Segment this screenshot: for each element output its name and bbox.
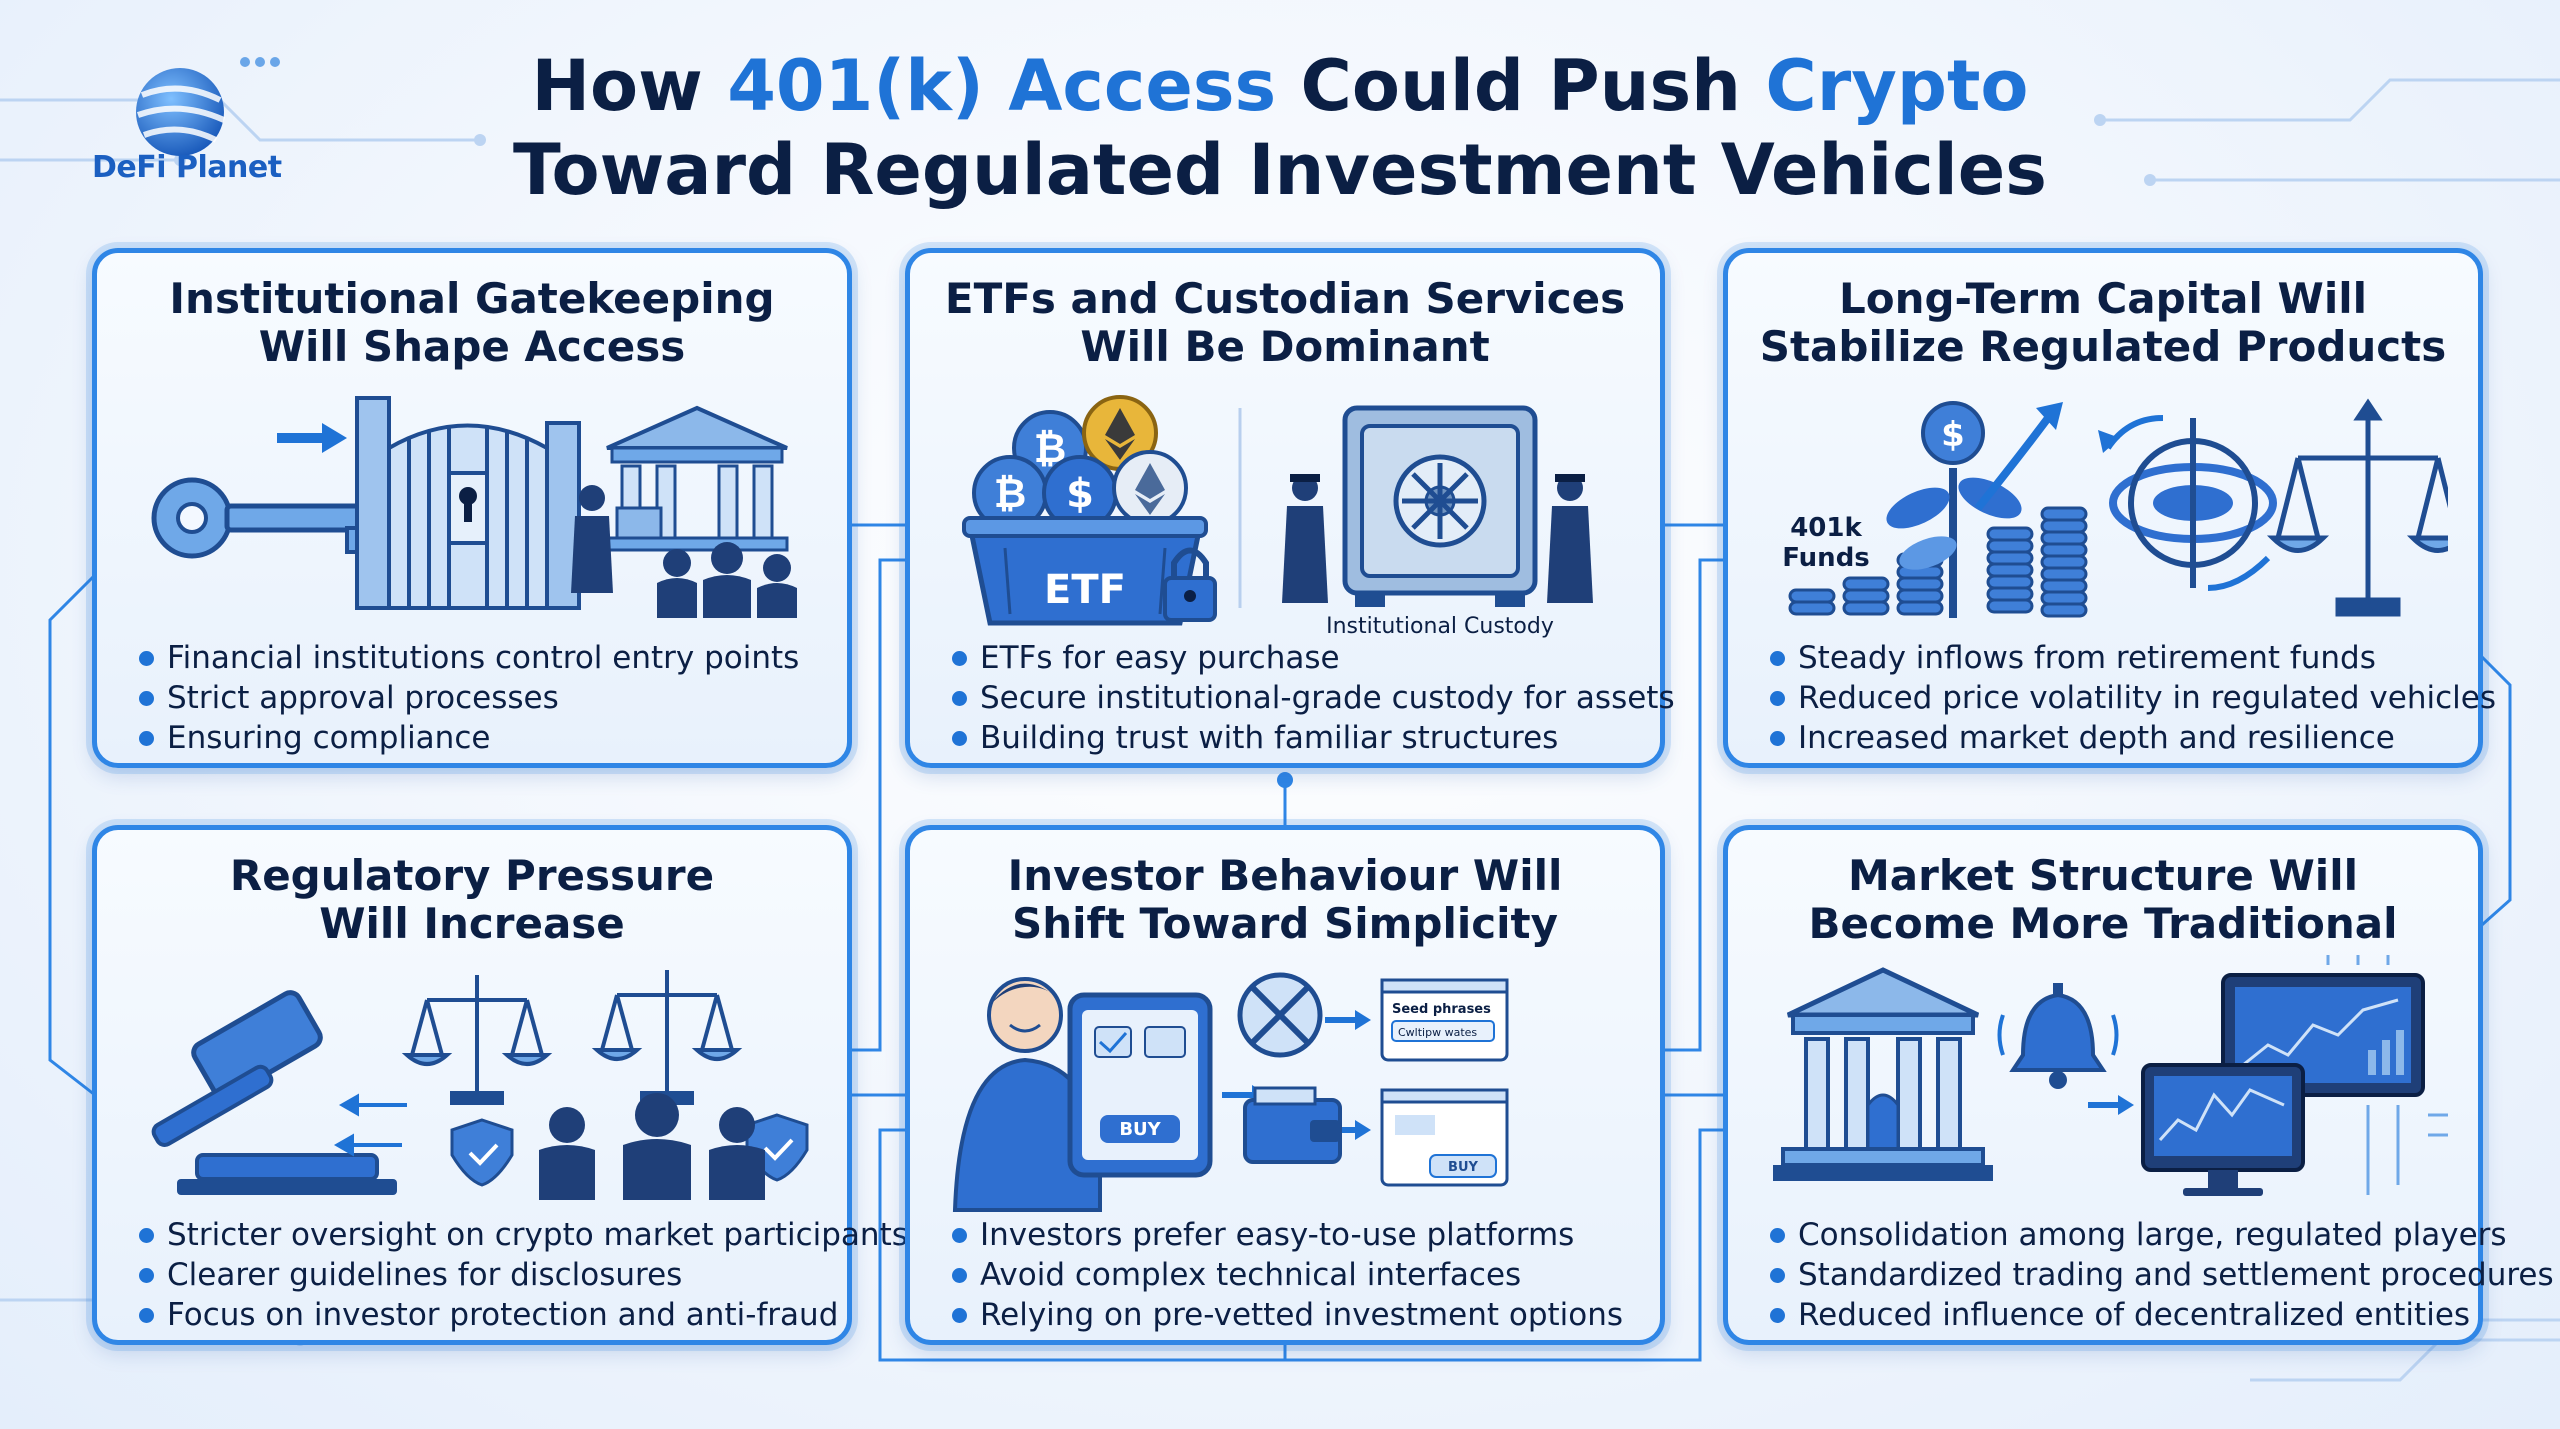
svg-text:$: $ — [1066, 471, 1094, 517]
svg-text:401k: 401k — [1790, 513, 1862, 543]
bullet-item: Increased market depth and resilience — [1768, 718, 2468, 758]
trading-monitor-icon — [2141, 955, 2448, 1196]
bullet-item: ETFs for easy purchase — [950, 638, 1650, 678]
bell-icon — [1997, 983, 2119, 1089]
card-investor-behaviour: Investor Behaviour Will Shift Toward Sim… — [905, 825, 1665, 1345]
bullet-item: Financial institutions control entry poi… — [137, 638, 837, 678]
card-long-term-capital: Long-Term Capital Will Stabilize Regulat… — [1723, 248, 2496, 768]
svg-text:Cwltipw wates: Cwltipw wates — [1398, 1026, 1477, 1039]
svg-text:$: $ — [1941, 415, 1965, 455]
bullet-list: Stricter oversight on crypto market part… — [137, 1215, 908, 1335]
long-term-capital-illustration: 401k Funds $ — [1782, 398, 2448, 618]
gatekeeping-illustration — [151, 396, 797, 618]
gyroscope-icon — [2098, 415, 2277, 591]
guard-icon — [1282, 474, 1593, 603]
gate-icon — [355, 396, 581, 610]
bullet-item: Relying on pre-vetted investment options — [950, 1295, 1650, 1335]
bullet-item: Avoid complex technical interfaces — [950, 1255, 1650, 1295]
regulatory-illustration — [151, 970, 809, 1200]
wallet-icon — [1243, 1086, 1342, 1164]
bullet-list: ETFs for easy purchase Secure institutio… — [950, 638, 1675, 758]
bullet-item: Investors prefer easy-to-use platforms — [950, 1215, 1650, 1255]
page-title: How 401(k) Access Could Push Crypto Towa… — [513, 45, 2047, 211]
tablet-icon: BUY — [1067, 992, 1213, 1178]
business-people-icon — [571, 485, 797, 618]
etf-custody-illustration: ₿ ₿ $ ETF — [962, 395, 1593, 638]
bullet-item: Strict approval processes — [137, 678, 837, 718]
bullet-list: Steady inflows from retirement funds Red… — [1768, 638, 2496, 758]
card-institutional-gatekeeping: Institutional Gatekeeping Will Shape Acc… — [92, 248, 852, 768]
bullet-item: Secure institutional-grade custody for a… — [950, 678, 1675, 718]
card-heading: Market Structure Will Become More Tradit… — [1808, 851, 2398, 948]
bullet-item: Stricter oversight on crypto market part… — [137, 1215, 908, 1255]
svg-text:ETF: ETF — [1044, 567, 1126, 613]
card-heading: ETFs and Custodian Services Will Be Domi… — [944, 274, 1626, 371]
no-complexity-icon — [1237, 972, 1323, 1058]
officials-icon — [539, 1093, 765, 1200]
bullet-list: Financial institutions control entry poi… — [137, 638, 837, 758]
app-window-icon: Seed phrases Cwltipw wates BUY — [1380, 978, 1509, 1187]
svg-text:Seed phrases: Seed phrases — [1392, 1002, 1491, 1017]
defi-planet-logo — [136, 57, 280, 156]
bullet-item: Reduced influence of decentralized entit… — [1768, 1295, 2470, 1335]
bullet-item: Ensuring compliance — [137, 718, 837, 758]
card-etfs-custodian: ETFs and Custodian Services Will Be Domi… — [905, 248, 1675, 768]
investor-behaviour-illustration: BUY Seed phrases Cwltipw wates — [952, 972, 1509, 1212]
bullet-item: Steady inflows from retirement funds — [1768, 638, 2468, 678]
bullet-item: Reduced price volatility in regulated ve… — [1768, 678, 2496, 718]
market-structure-illustration — [1773, 955, 2448, 1196]
bullet-item: Building trust with familiar structures — [950, 718, 1650, 758]
bullet-item: Clearer guidelines for disclosures — [137, 1255, 837, 1295]
padlock-icon — [1163, 547, 1217, 622]
svg-text:Funds: Funds — [1782, 543, 1870, 573]
key-icon — [151, 477, 390, 559]
card-market-structure: Market Structure Will Become More Tradit… — [1723, 825, 2554, 1345]
svg-text:₿: ₿ — [994, 471, 1027, 517]
etf-basket-icon: ETF — [962, 516, 1208, 626]
gavel-icon — [151, 990, 397, 1195]
bank-building-icon — [1773, 967, 1993, 1181]
bullet-item: Consolidation among large, regulated pla… — [1768, 1215, 2507, 1255]
vault-icon — [1342, 405, 1538, 607]
card-heading: Long-Term Capital Will Stabilize Regulat… — [1759, 274, 2447, 371]
bullet-list: Investors prefer easy-to-use platforms A… — [950, 1215, 1650, 1335]
balance-scale-icon — [2266, 398, 2448, 617]
balance-scale-icon — [401, 970, 743, 1105]
bullet-item: Standardized trading and settlement proc… — [1768, 1255, 2554, 1295]
svg-text:BUY: BUY — [1448, 1160, 1478, 1175]
crypto-coins-icon: ₿ ₿ $ — [972, 395, 1188, 531]
card-heading: Regulatory Pressure Will Increase — [229, 851, 715, 948]
bullet-item: Focus on investor protection and anti-fr… — [137, 1295, 838, 1335]
card-heading: Institutional Gatekeeping Will Shape Acc… — [169, 274, 775, 371]
svg-text:BUY: BUY — [1119, 1119, 1161, 1140]
money-plant-icon: $ — [1886, 401, 2063, 618]
svg-text:Institutional Custody: Institutional Custody — [1326, 614, 1554, 638]
bullet-list: Consolidation among large, regulated pla… — [1768, 1215, 2554, 1335]
card-regulatory-pressure: Regulatory Pressure Will Increase — [92, 825, 908, 1345]
brand-logo-text: DeFi Planet — [92, 150, 282, 185]
card-heading: Investor Behaviour Will Shift Toward Sim… — [1007, 851, 1563, 948]
coin-stack-icon — [1788, 506, 2088, 618]
